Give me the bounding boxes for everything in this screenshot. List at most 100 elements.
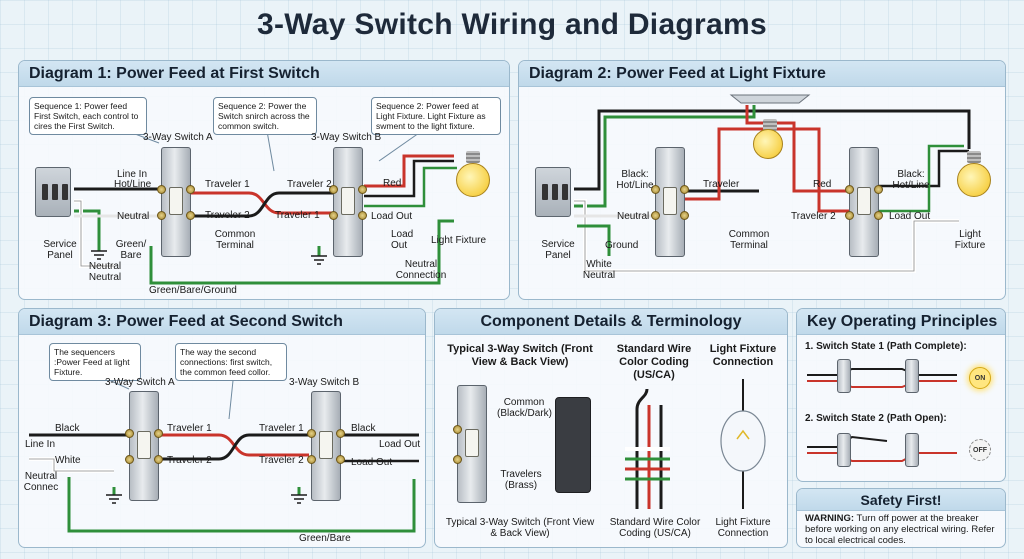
fixture-globe — [720, 410, 766, 472]
diagram2-wires — [574, 94, 971, 273]
components-heading: Component Details & Terminology — [435, 309, 787, 335]
d2-right-black — [879, 149, 969, 188]
d1-switch-a-label: 3-Way Switch A — [143, 132, 213, 143]
state2-off-bulb-icon: OFF — [969, 439, 991, 461]
d1-traveler2-bot: Traveler 2 — [205, 210, 250, 221]
d1-neutral2: Neutral Neutral — [88, 261, 122, 283]
d3-load-out-a: Load Out — [379, 439, 421, 450]
d2-light-bulb-icon — [957, 163, 991, 197]
d2-black-hot-right: Black: Hot/Line — [892, 169, 930, 191]
d2-load-out: Load Out — [889, 211, 931, 222]
d3-traveler2-b: Traveler 2 — [259, 455, 304, 466]
state1-switch-b — [905, 359, 919, 393]
d2-ground-wire — [577, 224, 611, 256]
d2-common-terminal: Common Terminal — [728, 229, 770, 251]
d2-ground-top — [574, 105, 756, 208]
diagram1-panel: Diagram 1: Power Feed at First Switch Se… — [18, 60, 510, 300]
d1-bulb-base — [466, 151, 480, 163]
d2-switch-b — [845, 147, 883, 257]
d2-red: Red — [813, 179, 832, 190]
d3-black-right: Black — [351, 423, 376, 434]
d2-red-top — [745, 105, 849, 193]
diagram3-wires — [29, 370, 419, 533]
d1-traveler2 — [189, 191, 334, 218]
d1-light-bulb-icon — [456, 163, 490, 197]
d1-green-bare: Green/ Bare — [115, 239, 147, 261]
d2-bulb-base — [967, 151, 981, 163]
d1-switch-b — [329, 147, 367, 257]
d1-ground-bus — [149, 219, 454, 285]
d2-black-hot-left: Black: Hot/Line — [616, 169, 654, 191]
d1-callout-1: Sequence 1: Power feed First Switch, eac… — [29, 97, 147, 135]
diagram2-heading: Diagram 2: Power Feed at Light Fixture — [519, 61, 1005, 87]
d3-black-left: Black — [55, 423, 80, 434]
d2-neutral: Neutral — [617, 211, 650, 222]
comp-wire-coding-bottom: Standard Wire Color Coding (US/CA) — [609, 517, 701, 539]
comp-typical-bottom: Typical 3-Way Switch (Front View & Back … — [445, 517, 595, 539]
d2-white-neutral: White Neutral — [582, 259, 616, 281]
principles-state1: 1. Switch State 1 (Path Complete): — [805, 341, 967, 352]
diagram3-panel: Diagram 3: Power Feed at Second Switch T… — [18, 308, 426, 548]
d3-switch-b-label: 3-Way Switch B — [289, 377, 360, 388]
principles-panel: Key Operating Principles 1. Switch State… — [796, 308, 1006, 482]
d1-ground-label: Green/Bare/Ground — [149, 285, 237, 296]
components-art — [625, 379, 766, 509]
d3-traveler1-b: Traveler 1 — [259, 423, 304, 434]
safety-warning-text: Turn off power at the breaker before wor… — [805, 513, 995, 546]
d2-service-panel-icon — [535, 167, 571, 217]
d1-load-out2: Load Out — [391, 229, 414, 251]
d3-traveler2 — [159, 433, 309, 461]
comp-fixture-top: Light Fixture Connection — [709, 343, 777, 368]
d3-ground-bus — [67, 477, 416, 533]
comp-wire-coding-top: Standard Wire Color Coding (US/CA) — [616, 343, 692, 381]
d1-traveler2-top: Traveler 2 — [287, 179, 332, 190]
d2-service-panel-label: Service Panel — [541, 239, 575, 261]
d1-load-out: Load Out — [371, 211, 413, 222]
safety-panel: Safety First! WARNING: Turn off power at… — [796, 488, 1006, 548]
d2-ceiling-bulb-base — [763, 119, 777, 131]
d1-switch-b-label: 3-Way Switch B — [311, 132, 382, 143]
d1-neutral-conn: Neutral Connection — [395, 259, 447, 281]
d3-callout-1: The sequencers :Power Feed at light Fixt… — [49, 343, 141, 381]
d1-green-load — [364, 166, 457, 208]
d1-light-fixture: Light Fixture — [431, 235, 487, 246]
d2-switch-a — [651, 147, 689, 257]
d3-green-bare: Green/Bare — [299, 533, 351, 544]
comp-travelers: Travelers (Brass) — [500, 469, 542, 491]
d2-right-green — [879, 144, 964, 213]
diagram3-heading: Diagram 3: Power Feed at Second Switch — [19, 309, 425, 335]
diagram2-panel: Diagram 2: Power Feed at Light Fixture S… — [518, 60, 1006, 300]
wire-black-sample — [635, 388, 649, 410]
components-panel: Component Details & Terminology Typical … — [434, 308, 788, 548]
safety-heading: Safety First! — [797, 489, 1005, 511]
d1-line-in: Line In — [117, 169, 148, 180]
state2-switch-b — [905, 433, 919, 467]
d3-load-out-b: Load Out — [351, 457, 393, 468]
comp-fixture-bottom: Light Fixture Connection — [715, 517, 771, 539]
d1-callout-2: Sequence 2: Power the Switch snirch acro… — [213, 97, 317, 135]
principles-heading: Key Operating Principles — [797, 309, 1005, 335]
d1-traveler1-top: Traveler 1 — [205, 179, 250, 190]
page-title: 3-Way Switch Wiring and Diagrams — [257, 8, 767, 41]
d2-light-fixture: Light Fixture — [954, 229, 986, 251]
d3-traveler2-a: Traveler 2 — [167, 455, 212, 466]
d1-red-wire — [364, 154, 454, 188]
diagram1-heading: Diagram 1: Power Feed at First Switch — [19, 61, 509, 87]
d2-hot-top — [574, 109, 971, 191]
comp-switch-front — [453, 385, 487, 503]
d3-switch-a-label: 3-Way Switch A — [105, 377, 175, 388]
d3-callout-2: The way the second connections: first sw… — [175, 343, 287, 381]
diagram1-wires — [74, 125, 457, 285]
d3-white: White — [55, 455, 81, 466]
d2-ceiling-box — [729, 94, 811, 104]
state2-switch-a — [837, 433, 851, 467]
principles-state2: 2. Switch State 2 (Path Open): — [805, 413, 947, 424]
safety-warning: WARNING: Turn off power at the breaker b… — [805, 513, 1001, 546]
d1-service-panel-label: Service Panel — [43, 239, 77, 261]
d2-traveler: Traveler — [703, 179, 740, 190]
safety-warning-label: WARNING: — [805, 513, 855, 524]
d1-hot-line: Hot/Line — [114, 179, 152, 190]
d2-traveler2: Traveler 2 — [791, 211, 836, 222]
d3-switch-b — [307, 391, 345, 501]
state1-on-bulb-icon: ON — [969, 367, 991, 389]
